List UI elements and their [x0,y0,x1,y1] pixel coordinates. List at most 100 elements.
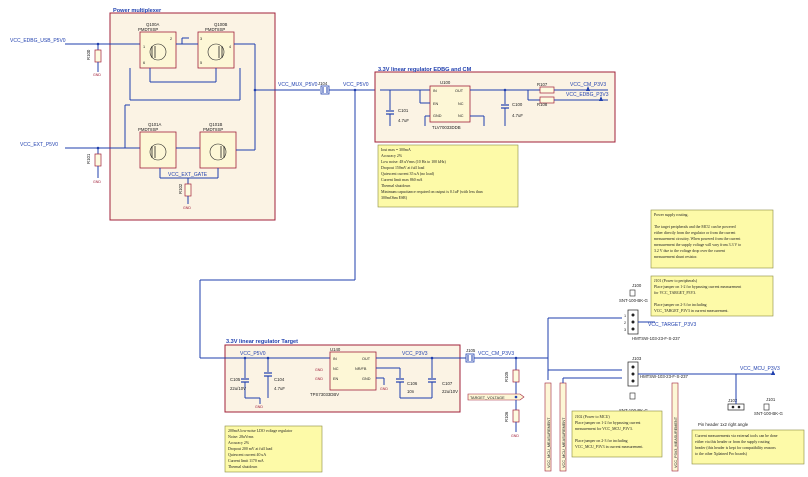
gnd-u140: GND [380,387,388,391]
net-vcc-p5v0-bot: VCC_P5V0 [240,351,266,357]
ldo-target-block: 3.3V linear regulator Target VCC_P5V0 C1… [199,339,466,413]
pin-u100-gnd: GND [433,114,442,118]
svg-text:3: 3 [624,328,626,332]
pin-u100-nc2: NC [458,114,464,118]
ref-r101: R101 [86,153,91,164]
note-j101: J101 (Power to peripherals) Place jumper… [650,275,774,317]
net-vcc-p5v0-top: VCC_P5V0 [343,82,369,88]
val-c101: 4.7uF [398,118,409,123]
power-arrow-icon [586,86,590,91]
svg-text:4: 4 [229,45,231,49]
pn-q100a: PMDT8SP [138,27,158,32]
val-c105: 22u/10V [230,386,246,391]
resistor-r105 [512,369,520,383]
resistor-r107 [539,86,555,94]
ref-c107: C107 [442,381,453,386]
net-vcc-mux-p5v0: VCC_MUX_P5V0 [278,82,318,88]
net-vcc-p3v3: VCC_P3V3 [402,351,428,357]
pin-u140-nrfb: NR/FB [355,367,367,371]
ref-r100: R100 [86,49,91,60]
note-target-ldo: 200mA low-noise LDO voltage regulator No… [224,425,323,473]
pin-u100-in: IN [433,89,437,93]
note-power-switch-text: Power supply routing. The target periphe… [654,213,742,259]
ref-r107: R107 [537,82,548,87]
val-c107: 22u/10V [442,389,458,394]
ref-q101b: Q101B [209,122,223,127]
ref-c101: C101 [398,108,409,113]
ref-u100: U100 [440,80,451,85]
net-port-vertical-1: VCC_MCU_MEASUREMENT [544,382,552,472]
ref-c104: C104 [274,377,285,382]
pin-u140-out: OUT [362,357,371,361]
svg-text:1: 1 [624,314,626,318]
pn-u100: TLV70033DDB [432,125,461,130]
pn-u140: TPS73033DBV [310,392,339,397]
gnd-c105: GND [255,405,263,409]
net-vcc-cm-p3v3-bot: VCC_CM_P3V3 [478,351,514,357]
note-j102-text: J102 (Power to MCU) Place jumper on 1-2 … [575,415,643,449]
mosfet-icon [207,43,225,61]
net-vcc-mcu-p3v3: VCC_MCU_P3V3 [740,366,780,372]
svg-text:2: 2 [170,37,172,41]
val-c100: 4.7uF [512,113,523,118]
ref-j104: J104 [318,81,328,86]
ldo-edbg-block: 3.3V linear regulator EDBG and CM C101 4… [374,67,616,143]
net-target-voltage: TARGET_VOLTAGE [470,396,505,400]
note-edbg-ldo-text: Iout max = 300mA Accuracy 2% Low noise: … [381,148,484,200]
note-target-ldo-text: 200mA low-noise LDO voltage regulator No… [228,429,293,469]
ref-q100b: Q100B [214,22,228,27]
power-arrow-icon [771,370,775,375]
gnd-r100: GND [93,73,101,77]
net-port-target-voltage [467,393,525,401]
ldo-target-title: 3.3V linear regulator Target [226,339,298,345]
note-edbg-ldo: Iout max = 300mA Accuracy 2% Low noise: … [377,144,519,208]
resistor-r100 [94,49,102,63]
net-vcc-target-p3v3: VCC_TARGET_P3V3 [648,322,696,328]
ldo-edbg-title: 3.3V linear regulator EDBG and CM [378,67,472,73]
ref-c100: C100 [512,102,523,107]
transistor-q101b [199,131,237,169]
pin-header-icon [727,403,745,411]
ref-u140: U140 [330,347,341,352]
transistor-q101a [139,131,177,169]
svg-text:5: 5 [200,61,202,65]
pn-j100: SNT-100-BK-G [619,298,649,303]
regulator-u100 [429,85,471,123]
transistor-q100b [197,31,235,69]
jumper-shunt-icon [763,403,770,411]
power-arrow-icon [599,96,603,101]
pin-u140-en: EN [333,377,339,381]
ref-j103: J103 [632,356,642,361]
net-vcc-ext-p5v0: VCC_EXT_P5V0 [20,142,58,148]
net-vcc-edbg-usb-p5v0: VCC_EDBG_USB_P5V0 [10,38,66,44]
svg-text:1: 1 [143,45,145,49]
transistor-q100a [139,31,177,69]
ldo-edbg-frame [374,71,616,143]
svg-text:6: 6 [143,61,145,65]
net-port-vertical-2: VCC_MCU_MEASUREMENT [559,382,567,472]
ref-j102: J102 [728,398,738,403]
svg-text:3: 3 [200,37,202,41]
note-header-text: Current measurements via external tools … [695,434,778,456]
jumper-shunt-icon [629,392,636,400]
note-j101-text: J101 (Power to peripherals) Place jumper… [654,279,742,313]
val-c106: 10n [407,389,415,394]
power-mux-frame [109,12,276,221]
val-c104: 4.7uF [274,386,285,391]
pin-u100-en: EN [433,102,439,106]
header-j101: J100 SNT-100-BK-G 1 2 3 HMTSW-103-23-F-S… [619,283,696,341]
pn-q100b: PMDT8SP [205,27,225,32]
jumper-shunt-icon [629,289,636,297]
pin-u100-out: OUT [455,89,464,93]
net-vcc-ext-gate: VCC_EXT_GATE [168,172,208,178]
note-header: Current measurements via external tools … [691,429,805,465]
header-j103: J103 HMTSW-103-23-F-S-237 SNT-100-BK-G V… [619,356,780,413]
ref-c106: C106 [407,381,418,386]
mosfet-icon [149,143,167,161]
pn-j101: SNT-100-BK-G [754,411,784,416]
ref-r105: R105 [504,371,509,382]
net-vcc-cm-p3v3: VCC_CM_P3V3 [570,82,606,88]
gnd-r101: GND [93,180,101,184]
resistor-r106 [512,409,520,423]
jumper-j104 [320,85,330,95]
